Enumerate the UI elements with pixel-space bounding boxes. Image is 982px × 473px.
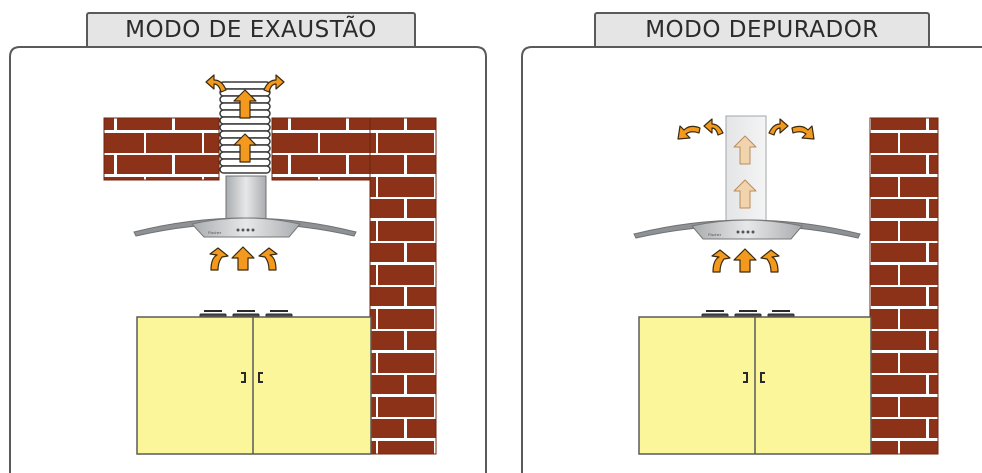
airflow-arrows-purifier [677,118,815,273]
arrow-curve-outer-right [791,125,815,140]
hood-brand-label-2: Fischer [708,232,722,237]
tab-purifier-mode: MODO DEPURADOR [594,12,930,46]
brick-wall-left [103,117,220,181]
brick-column [369,117,437,455]
arrow-up-duct-top [233,89,257,119]
airflow-arrows-exhaust [205,74,285,271]
kitchen-cabinet-exhaust [136,316,372,455]
arrow-curve-outer-left [677,125,701,140]
arrow-intake-right [258,247,278,271]
cooktop-purifier [701,310,795,318]
brick-column-purifier [869,117,939,455]
arrow-curve-inner-left [703,118,724,136]
panel-frame-exhaust [9,46,487,473]
hood-brand-label: Fischer [208,230,222,235]
arrow-up-filter-top [733,135,757,165]
arrow-intake-left [209,247,229,271]
arrow-up-duct-bottom [233,133,257,163]
cooktop-exhaust [199,310,293,318]
range-hood-exhaust: Fischer [133,217,357,238]
arrow-intake-center-2 [733,248,757,273]
arrow-up-filter-bottom [733,179,757,209]
arrow-curve-inner-right [768,118,789,136]
arrow-curve-right [263,74,285,93]
kitchen-cabinet-purifier [638,316,872,455]
tab-exhaust-mode: MODO DE EXAUSTÃO [86,12,416,46]
arrow-intake-right-2 [760,249,780,273]
range-hood-purifier: Fischer [633,219,861,240]
hood-chimney-exhaust [225,175,267,223]
brick-wall-right [271,117,371,181]
panel-frame-purifier [521,46,982,473]
arrow-curve-left [205,74,227,93]
arrow-intake-left-2 [711,249,731,273]
arrow-intake-center [231,246,255,271]
